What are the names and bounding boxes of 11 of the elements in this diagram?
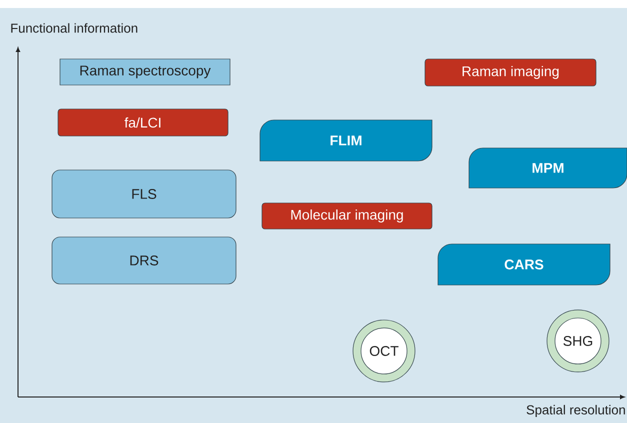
axis-label: Spatial resolution (526, 404, 625, 418)
method-box: Molecular imaging (262, 202, 432, 230)
method-tab: MPM (468, 148, 627, 188)
method-box: DRS (52, 236, 236, 284)
method-box: fa/LCI (58, 108, 228, 136)
method-tab: FLIM (260, 120, 432, 162)
axis-label: Functional information (11, 23, 138, 33)
method-tab: CARS (438, 244, 610, 286)
method-box: Raman spectroscopy (60, 58, 230, 86)
method-box: Raman imaging (424, 58, 596, 86)
method-box: FLS (52, 170, 236, 218)
